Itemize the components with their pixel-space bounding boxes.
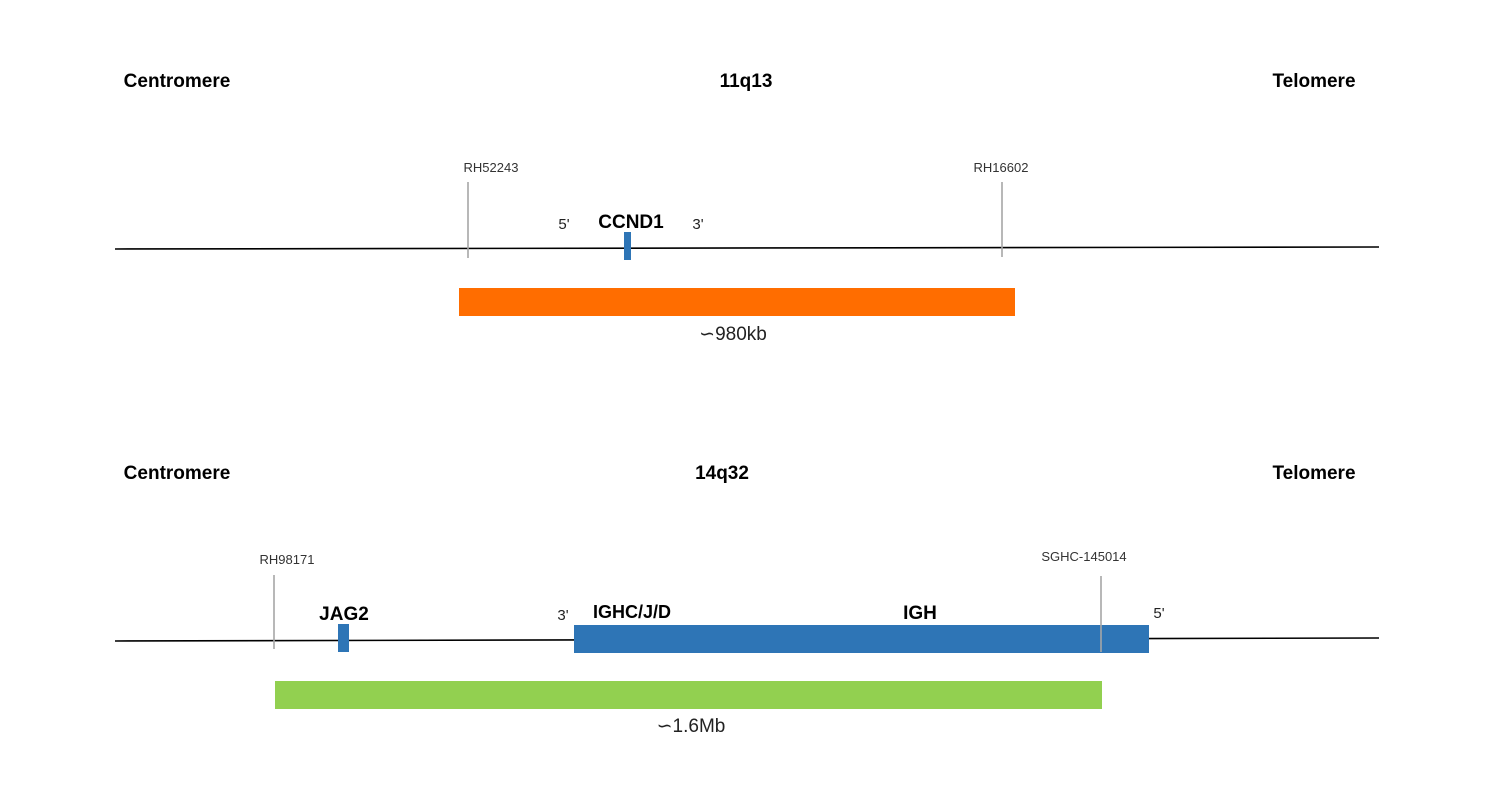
- probe-size-label: ∽1.6Mb: [657, 716, 726, 737]
- probe-bar: [275, 681, 1102, 709]
- gene-block-igh: [574, 625, 1149, 653]
- gene-3prime-label: 3': [692, 216, 703, 233]
- igh-5prime-label: 5': [1153, 605, 1164, 622]
- marker-label-right: RH16602: [974, 160, 1029, 175]
- gene-block-ccnd1: [624, 232, 631, 260]
- igh-3prime-label: 3': [557, 607, 568, 624]
- chromosome-line: [114, 246, 1380, 250]
- panel-14q32: Centromere 14q32 Telomere RH98171 SGHC-1…: [114, 463, 1380, 737]
- centromere-label: Centromere: [124, 463, 231, 484]
- region-title: 14q32: [695, 463, 749, 484]
- probe-size-label: ∽980kb: [699, 324, 767, 345]
- region-title: 11q13: [720, 71, 773, 92]
- marker-label-left: RH98171: [260, 552, 315, 567]
- marker-label-right: SGHC-145014: [1041, 549, 1126, 564]
- centromere-label: Centromere: [124, 71, 231, 92]
- gene-label-jag2: JAG2: [319, 604, 369, 625]
- probe-bar: [459, 288, 1015, 316]
- panel-11q13: Centromere 11q13 Telomere RH52243 RH1660…: [114, 71, 1380, 345]
- gene-5prime-label: 5': [558, 216, 569, 233]
- gene-label-igh: IGH: [903, 603, 937, 624]
- marker-label-left: RH52243: [464, 160, 519, 175]
- gene-block-jag2: [338, 624, 349, 652]
- telomere-label: Telomere: [1272, 71, 1355, 92]
- gene-label-ighc-j-d: IGHC/J/D: [593, 602, 671, 622]
- telomere-label: Telomere: [1272, 463, 1355, 484]
- gene-label-ccnd1: CCND1: [598, 212, 664, 233]
